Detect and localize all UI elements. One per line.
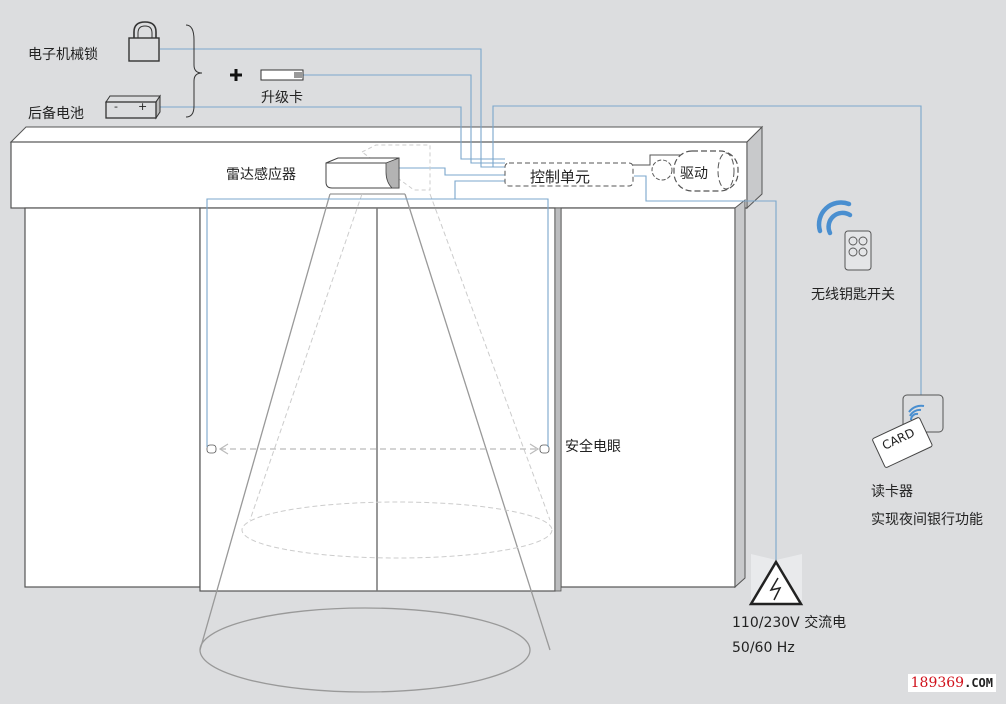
sliding-door-leaves[interactable] [199,207,562,592]
wiring [160,48,922,560]
label-electromechanical-lock: 电子机械锁 [28,47,98,63]
fixed-panel-left [24,207,201,588]
fixed-panel-right [560,198,746,589]
battery-icon [105,94,161,120]
label-drive: 驱动 [680,166,708,182]
label-backup-battery: 后备电池 [28,106,84,122]
wireless-remote-icon [816,200,872,271]
plus-sign [230,69,242,81]
radar-sensor-icon [325,144,431,191]
watermark-suffix: .COM [964,676,993,690]
battery-minus: - [114,100,118,113]
control-unit [504,162,634,187]
label-upgrade-card: 升级卡 [261,90,303,106]
radar-detection-cone [199,193,553,693]
drive-motor-icon [633,150,739,192]
label-power-voltage: 110/230V 交流电 [732,615,847,631]
label-card-reader-desc: 实现夜间银行功能 [871,512,983,528]
watermark-number: 189369 [910,675,965,691]
label-power-frequency: 50/60 Hz [732,640,795,656]
label-wireless-key-switch: 无线钥匙开关 [811,287,895,303]
upgrade-card-icon [260,69,304,81]
label-card-reader: 读卡器 [871,484,913,500]
battery-plus: + [138,100,148,113]
watermark: 189369.COM [907,674,996,692]
safety-photo-eye-beam [206,443,550,455]
label-control-unit: 控制单元 [530,168,591,186]
high-voltage-icon [748,554,804,606]
label-safety-eye: 安全电眼 [565,439,621,455]
padlock-icon [128,21,160,62]
card-reader-icon [872,394,944,468]
brace [185,24,203,118]
label-radar-sensor: 雷达感应器 [226,167,296,183]
